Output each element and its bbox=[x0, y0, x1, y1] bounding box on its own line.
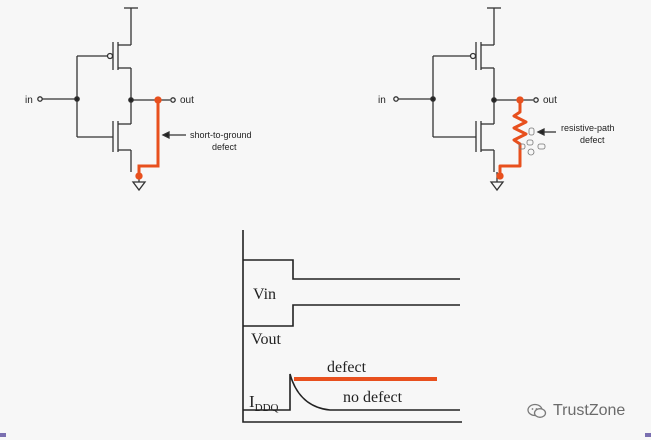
vout-waveform bbox=[243, 304, 460, 327]
right-out-label: out bbox=[543, 95, 557, 106]
annotation-arrowhead bbox=[161, 130, 170, 140]
left-out-label: out bbox=[180, 95, 194, 106]
iddq-label: IDDQ bbox=[249, 392, 279, 414]
pmos-bubble bbox=[106, 52, 114, 60]
pmos-bubble bbox=[469, 52, 477, 60]
no-defect-label: no defect bbox=[343, 389, 403, 406]
output-node bbox=[491, 97, 497, 103]
vin-waveform bbox=[243, 259, 460, 280]
waveform-panel bbox=[242, 230, 462, 423]
defect-node-bottom bbox=[496, 172, 504, 180]
left-defect-label-1: short-to-ground bbox=[190, 130, 252, 140]
right-in-label: in bbox=[378, 95, 386, 106]
left-defect-label-2: defect bbox=[212, 142, 237, 152]
mark-3 bbox=[527, 148, 535, 156]
vin-label: Vin bbox=[253, 286, 276, 303]
defect-node-top bbox=[154, 96, 162, 104]
right-defect-label-2: defect bbox=[580, 135, 605, 145]
short-defect-path bbox=[137, 100, 160, 175]
defect-node-top bbox=[516, 96, 524, 104]
ground-symbol bbox=[489, 181, 505, 192]
left-edge-marker bbox=[0, 433, 6, 437]
iddq-label-sub: DDQ bbox=[255, 402, 279, 414]
mark-5 bbox=[518, 143, 526, 150]
mark-2 bbox=[526, 139, 534, 146]
watermark: TrustZone bbox=[527, 402, 625, 420]
resistive-defect-path bbox=[498, 100, 528, 175]
iddq-no-defect-waveform bbox=[243, 373, 460, 411]
vout-label: Vout bbox=[251, 331, 281, 348]
defect-label: defect bbox=[327, 359, 367, 376]
input-terminal bbox=[37, 96, 43, 102]
ground-symbol bbox=[131, 181, 147, 192]
waveform-frame bbox=[242, 230, 462, 423]
input-node bbox=[430, 96, 436, 102]
right-edge-marker bbox=[645, 433, 651, 437]
output-node bbox=[128, 97, 134, 103]
iddq-label-main: I bbox=[249, 392, 255, 411]
annotation-arrowhead bbox=[536, 127, 545, 137]
left-in-label: in bbox=[25, 95, 33, 106]
defect-node-bottom bbox=[135, 172, 143, 180]
output-terminal bbox=[170, 97, 176, 103]
mark-1 bbox=[528, 127, 535, 136]
input-terminal bbox=[393, 96, 399, 102]
right-defect-label-1: resistive-path bbox=[561, 123, 615, 133]
output-terminal bbox=[533, 97, 539, 103]
mark-4 bbox=[537, 143, 546, 150]
input-node bbox=[74, 96, 80, 102]
watermark-text: TrustZone bbox=[553, 402, 626, 419]
wechat-icon bbox=[527, 403, 547, 418]
circuit-resistive-path bbox=[393, 7, 556, 192]
circuit-short-to-ground bbox=[37, 7, 186, 192]
